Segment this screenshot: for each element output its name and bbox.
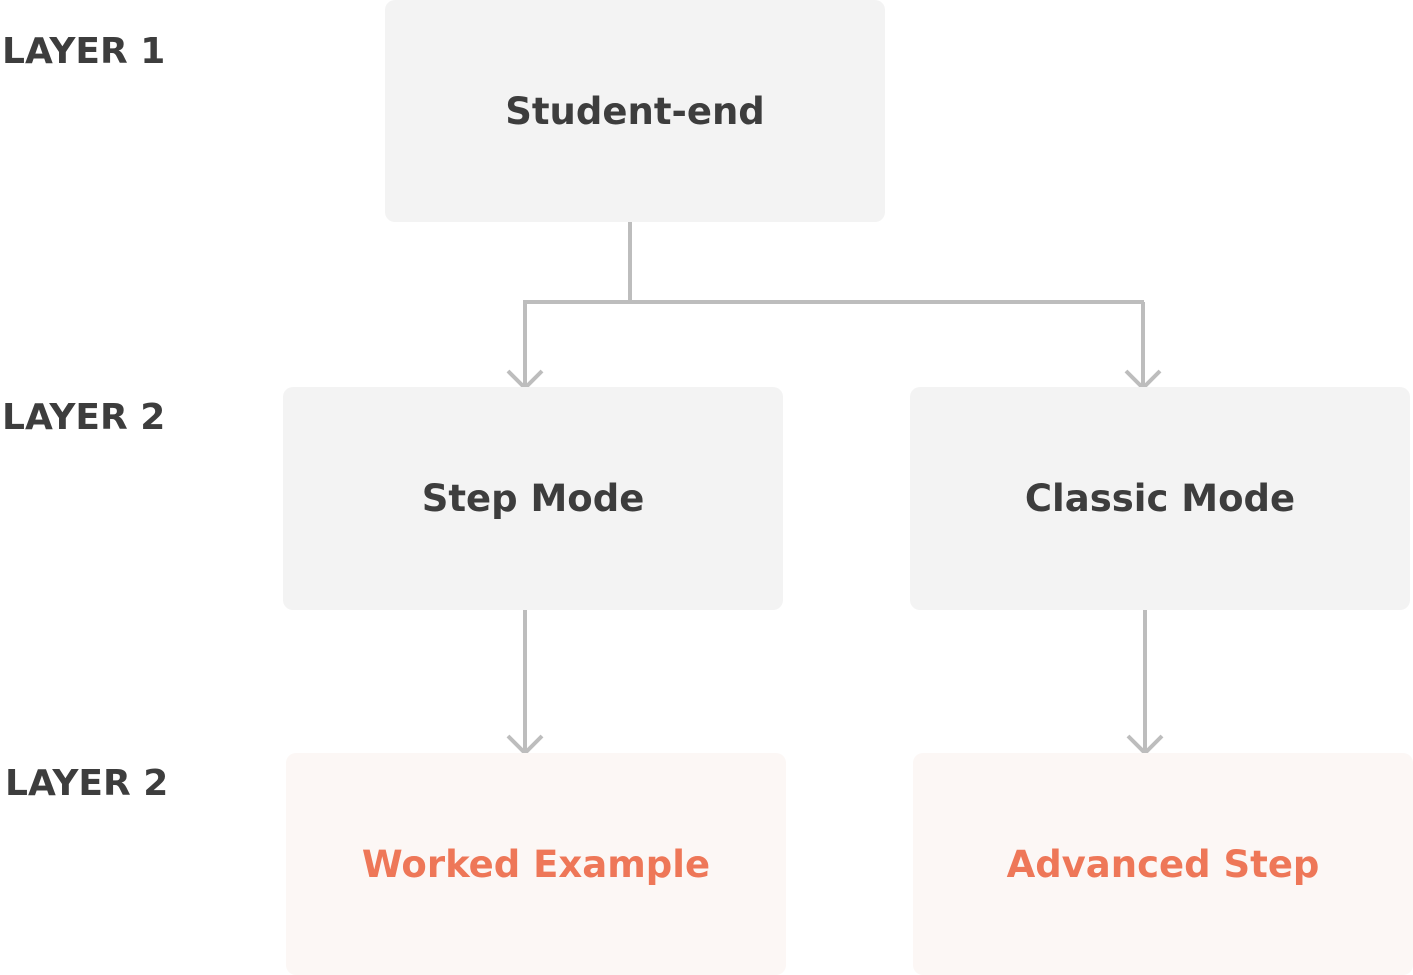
node-classic-mode: Classic Mode (910, 387, 1410, 610)
node-advanced-step: Advanced Step (913, 753, 1413, 975)
layer-3-label: LAYER 2 (5, 763, 169, 804)
layer-2-label: LAYER 2 (2, 397, 166, 438)
node-worked-example: Worked Example (286, 753, 786, 975)
node-student-end: Student-end (385, 0, 885, 222)
node-worked-example-label: Worked Example (361, 842, 711, 886)
node-classic-mode-label: Classic Mode (1024, 477, 1296, 520)
node-student-end-label: Student-end (505, 89, 765, 133)
node-step-mode-label: Step Mode (421, 477, 645, 520)
node-advanced-step-label: Advanced Step (1006, 842, 1320, 886)
arrowhead-advanced-step (1126, 734, 1164, 756)
arrowhead-step-mode (506, 369, 544, 391)
layer-1-label: LAYER 1 (2, 31, 166, 72)
node-step-mode: Step Mode (283, 387, 783, 610)
arrowhead-worked-example (506, 734, 544, 756)
arrowhead-classic-mode (1124, 369, 1162, 391)
